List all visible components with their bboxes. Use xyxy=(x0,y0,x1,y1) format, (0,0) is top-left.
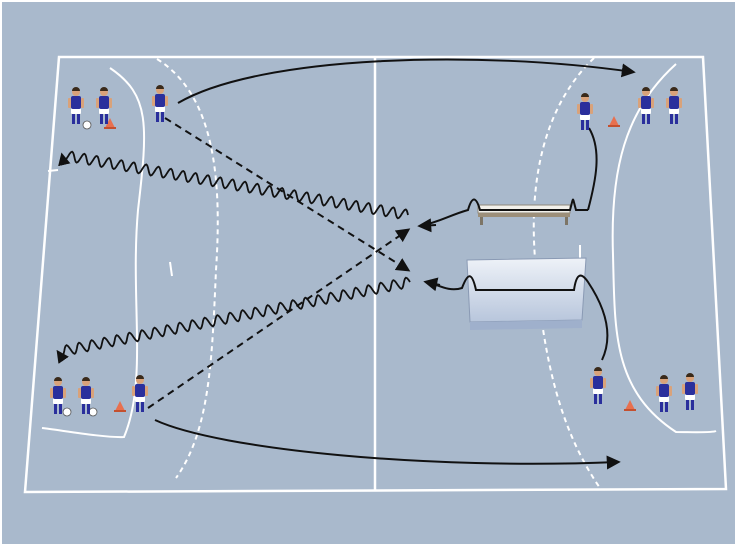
dashed-run-arrow-2 xyxy=(147,228,411,409)
mat-path-arrowhead xyxy=(423,277,441,292)
right-goal-area-line xyxy=(611,63,717,434)
left-goal-area-line xyxy=(41,67,146,439)
wavy-dribble-arrow-1 xyxy=(58,150,409,220)
ball-icon xyxy=(62,407,72,417)
ball-icon xyxy=(82,120,92,130)
hurdle-path-arrowhead xyxy=(417,218,437,233)
mat-path xyxy=(427,274,609,361)
left-goal-post-mark xyxy=(47,169,59,172)
top-curved-arrow xyxy=(177,58,636,104)
wavy-dribble-arrow-2 xyxy=(56,276,411,364)
left-free-throw-line xyxy=(156,58,219,479)
court-outline xyxy=(23,55,728,494)
gym-mat xyxy=(466,257,587,330)
hurdle-path xyxy=(419,127,598,227)
ball-icon xyxy=(88,407,98,417)
left-seven-meter-mark xyxy=(169,261,173,277)
bottom-curved-arrow xyxy=(154,419,621,470)
